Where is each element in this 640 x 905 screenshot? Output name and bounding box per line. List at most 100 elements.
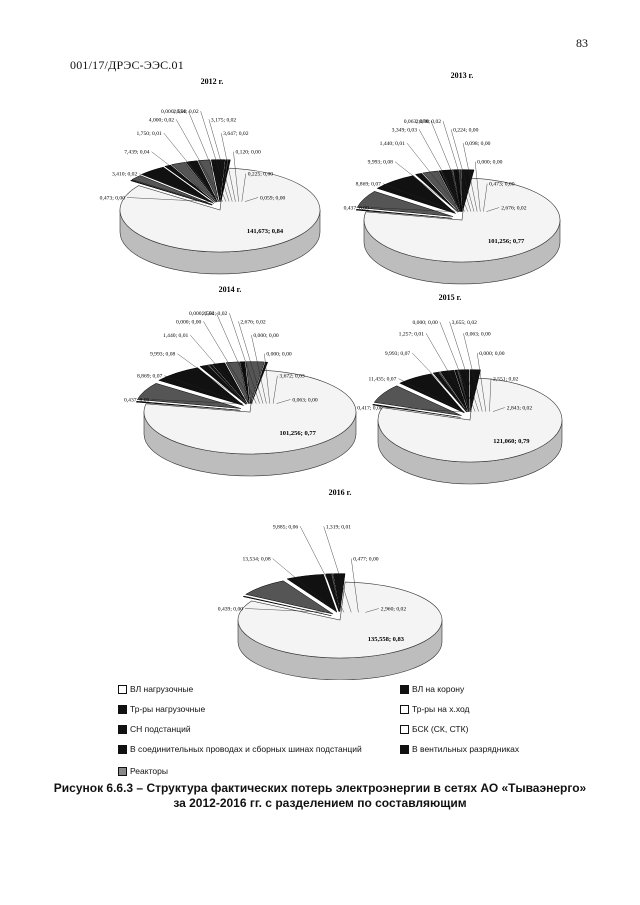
- pie-slice: [242, 595, 332, 616]
- pie-slice: [414, 173, 459, 213]
- pie-slice: [197, 159, 219, 202]
- pie-slice: [220, 159, 231, 202]
- pie-slice: [373, 385, 462, 416]
- chart-title: 2013 г.: [451, 71, 474, 80]
- leader-line: [351, 558, 359, 613]
- pie-slice: [140, 166, 214, 204]
- legend-label: СН подстанций: [130, 724, 191, 734]
- leader-line: [450, 129, 475, 212]
- leader-line: [244, 197, 259, 202]
- pie-slice: [158, 367, 244, 406]
- legend-item: ВЛ нагрузочные: [118, 684, 193, 694]
- leader-line: [398, 378, 465, 412]
- leader-line: [449, 321, 479, 412]
- pie-slice: [211, 362, 248, 405]
- chart-title: 2015 г.: [439, 293, 462, 302]
- leader-line: [492, 407, 505, 412]
- document-id: 001/17/ДРЭС-ЭЭС.01: [70, 58, 184, 72]
- pie-slice-main: [363, 177, 561, 263]
- leader-line: [463, 333, 483, 412]
- leader-line: [264, 353, 270, 404]
- legend-label: ВЛ на корону: [412, 684, 465, 694]
- slice-label: 0,063; 0,00: [465, 331, 491, 337]
- leader-line: [486, 207, 500, 212]
- legend-swatch: [118, 704, 127, 714]
- leader-line: [139, 173, 214, 202]
- chart-title: 2012 г.: [201, 77, 224, 86]
- leader-line: [164, 375, 243, 404]
- slice-label: 0,439; 0,00: [218, 607, 244, 613]
- slice-label: 0,000; 0,00: [189, 311, 215, 317]
- pie-slice: [399, 373, 465, 414]
- leader-line: [163, 132, 220, 202]
- slice-label: 3,410; 0,02: [112, 172, 138, 178]
- legend-item: В вентильных разрядниках: [400, 744, 519, 754]
- legend-label: В вентильных разрядниках: [412, 744, 520, 754]
- pie-slice: [208, 364, 247, 405]
- slice-label: 13,534; 0,08: [243, 557, 271, 563]
- leader-line: [203, 321, 254, 404]
- leader-line: [272, 375, 278, 404]
- slice-label: 2,676; 0,02: [501, 206, 527, 212]
- slice-label: 0,224; 0,00: [453, 127, 479, 133]
- pie-slice: [225, 361, 249, 404]
- leader-line: [151, 151, 217, 202]
- pie-slice: [129, 179, 212, 206]
- slice-label: 1,257; 0,01: [399, 331, 425, 337]
- leader-line: [477, 352, 487, 412]
- slice-label: 0,417; 0,00: [357, 406, 383, 412]
- pie-slice: [458, 369, 470, 412]
- legend-swatch: [400, 724, 409, 734]
- slice-label: 1,440; 0,01: [163, 333, 189, 339]
- slice-label: 0,000; 0,00: [477, 160, 503, 166]
- page-number: 83: [576, 36, 588, 50]
- leader-line: [126, 197, 211, 202]
- leader-line: [462, 143, 478, 212]
- slice-label: 9,993; 0,08: [368, 160, 394, 166]
- leader-line: [323, 526, 352, 613]
- slice-label: 8,869; 0,07: [137, 374, 163, 380]
- slice-label: 2,551; 0,02: [173, 109, 199, 115]
- leader-line: [412, 352, 469, 412]
- legend-label: ВЛ нагрузочные: [130, 684, 194, 694]
- pie-slice-main: [377, 377, 563, 463]
- leader-line: [439, 321, 476, 412]
- slice-label: 0,098; 0,00: [465, 141, 491, 147]
- slice-label: 0,120; 0,00: [235, 150, 261, 156]
- slice-label: 2,554; 0,02: [202, 311, 228, 317]
- slice-label: 101,256; 0,77: [280, 430, 317, 437]
- slice-label: 3,647; 0,02: [223, 131, 249, 137]
- legend-swatch: [118, 744, 127, 754]
- pie-slice: [333, 573, 346, 612]
- pie-slice: [437, 371, 468, 413]
- leader-line: [300, 526, 345, 613]
- leader-line: [245, 608, 330, 613]
- leader-line: [272, 558, 338, 613]
- leader-line: [394, 161, 459, 212]
- leader-line: [442, 121, 472, 212]
- slice-label: 0,000; 0,00: [161, 109, 187, 115]
- legend-swatch: [400, 704, 409, 714]
- leader-line: [430, 121, 468, 212]
- figure-caption: Рисунок 6.6.3 – Структура фактических по…: [40, 781, 600, 811]
- pie-slice: [131, 175, 213, 205]
- pie-slice: [440, 370, 468, 412]
- leader-line: [384, 407, 461, 412]
- slice-label: 0,059; 0,00: [260, 196, 286, 202]
- legend-label: БСК (СК, СТК): [412, 724, 469, 734]
- leader-line: [220, 133, 236, 202]
- legend-label: В соединительных проводах и сборных шина…: [130, 744, 362, 754]
- pie-slice: [199, 365, 247, 405]
- pie-charts: 2012 г.141,673; 0,840,473; 0,003,410; 0,…: [100, 71, 563, 680]
- legend-item: Реакторы: [118, 766, 168, 776]
- leader-line: [233, 151, 239, 202]
- legend-item: СН подстанций: [118, 724, 191, 734]
- leader-line: [365, 608, 379, 613]
- slice-label: 2,551; 0,02: [493, 377, 519, 383]
- leader-line: [382, 183, 456, 212]
- leader-line: [238, 321, 264, 404]
- leader-line: [175, 119, 223, 202]
